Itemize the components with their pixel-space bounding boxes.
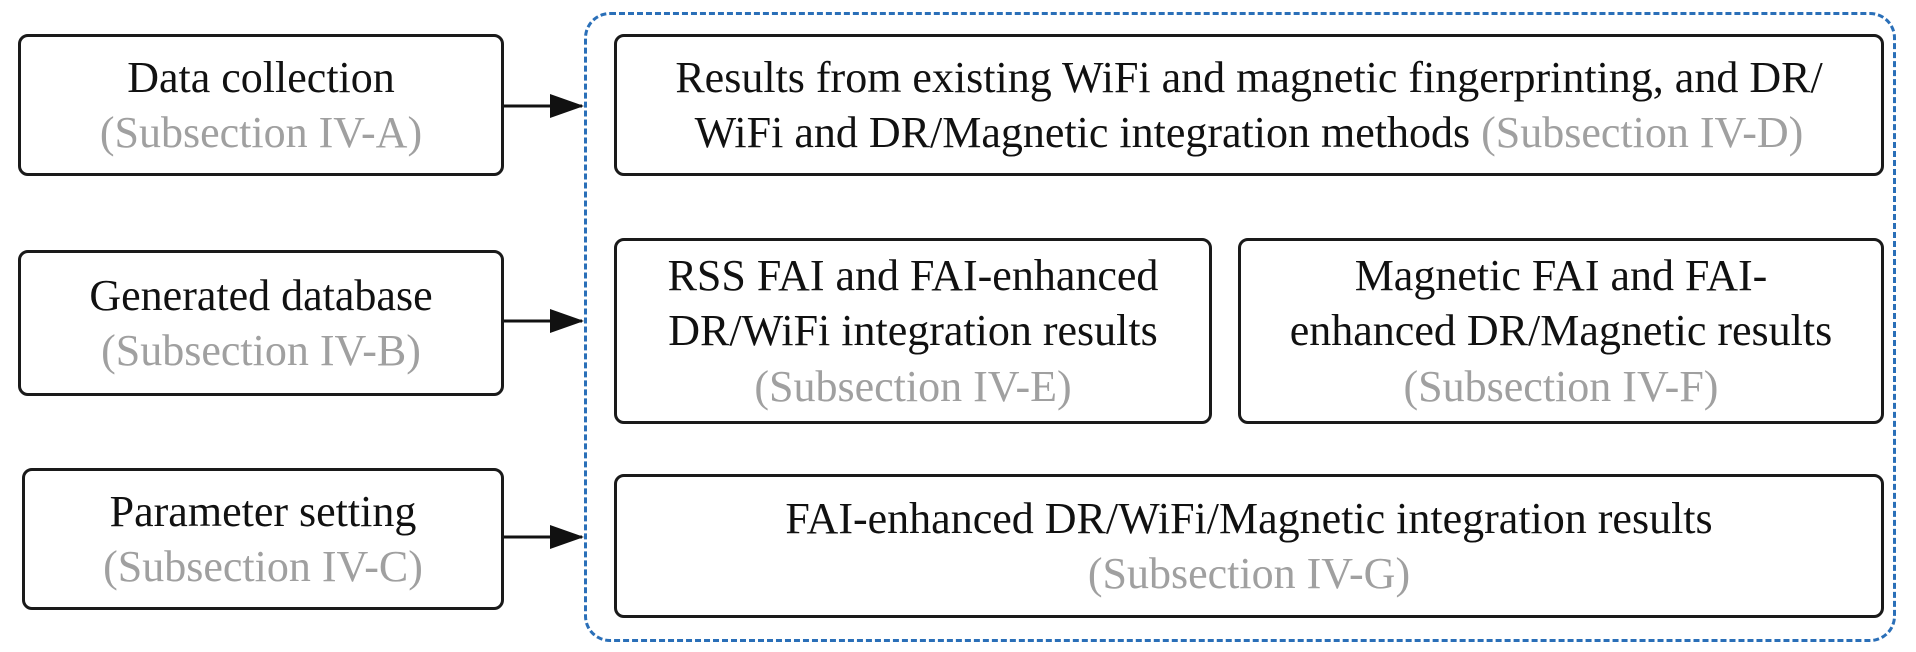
combined-integration-line1: FAI-enhanced DR/WiFi/Magnetic integratio…: [785, 493, 1713, 543]
parameter-setting-box: Parameter setting (Subsection IV-C): [22, 468, 504, 610]
existing-methods-line2: WiFi and DR/Magnetic integration methods: [694, 108, 1471, 157]
magnetic-fai-results-box: Magnetic FAI and FAI- enhanced DR/Magnet…: [1238, 238, 1884, 424]
generated-database-ref: (Subsection IV-B): [101, 326, 421, 375]
magnetic-fai-line1: Magnetic FAI and FAI-: [1354, 250, 1768, 300]
results-group-frame: [584, 12, 1896, 642]
combined-integration-results-box: FAI-enhanced DR/WiFi/Magnetic integratio…: [614, 474, 1884, 618]
rss-fai-line1: RSS FAI and FAI-enhanced: [667, 250, 1159, 300]
parameter-setting-title: Parameter setting: [109, 486, 417, 536]
existing-methods-ref: (Subsection IV-D): [1481, 108, 1804, 157]
arrow-data-collection: [504, 94, 584, 118]
rss-fai-ref: (Subsection IV-E): [754, 361, 1072, 411]
rss-fai-results-box: RSS FAI and FAI-enhanced DR/WiFi integra…: [614, 238, 1212, 424]
data-collection-ref: (Subsection IV-A): [99, 108, 423, 157]
existing-methods-results-box: Results from existing WiFi and magnetic …: [614, 34, 1884, 176]
rss-fai-line2: DR/WiFi integration results: [668, 306, 1158, 356]
arrow-parameter-setting: [504, 525, 584, 549]
magnetic-fai-ref: (Subsection IV-F): [1403, 361, 1719, 411]
data-collection-title: Data collection: [127, 52, 395, 102]
data-collection-box: Data collection (Subsection IV-A): [18, 34, 504, 176]
parameter-setting-ref: (Subsection IV-C): [103, 542, 423, 591]
generated-database-box: Generated database (Subsection IV-B): [18, 250, 504, 396]
existing-methods-line1: Results from existing WiFi and magnetic …: [675, 52, 1823, 102]
generated-database-title: Generated database: [89, 270, 433, 320]
combined-integration-ref: (Subsection IV-G): [1087, 549, 1411, 598]
arrow-generated-database: [504, 309, 584, 333]
magnetic-fai-line2: enhanced DR/Magnetic results: [1289, 306, 1833, 356]
